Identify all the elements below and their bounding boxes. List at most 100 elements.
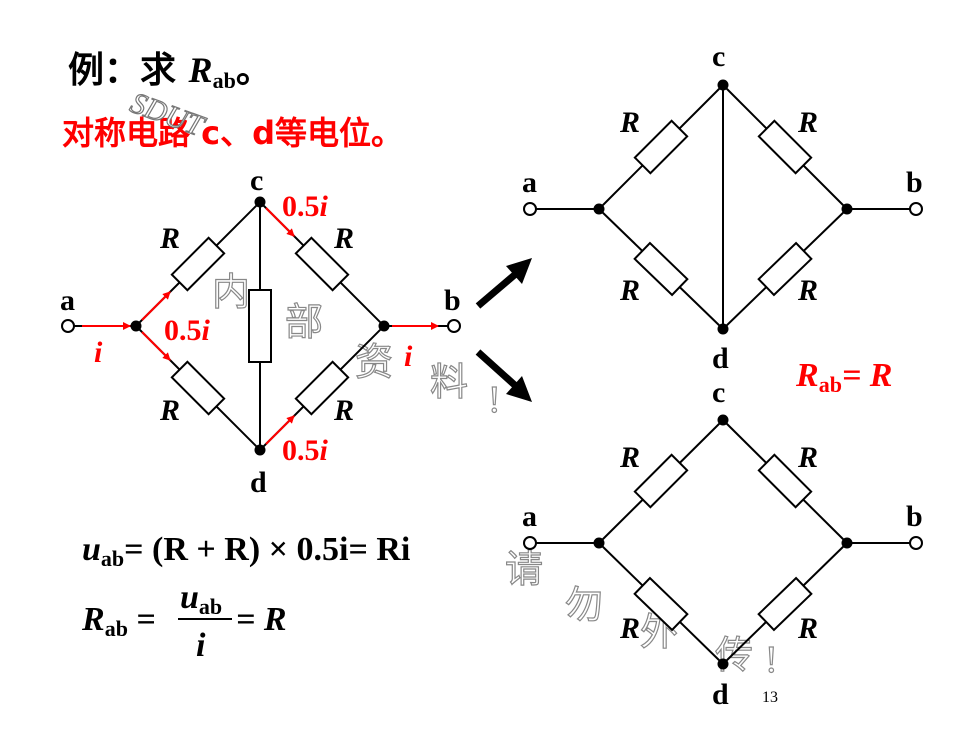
node-dot [717, 414, 729, 426]
arrow-head [506, 258, 532, 284]
equation-rab-lhs: Rab = [81, 601, 156, 641]
heading-symbol: R [188, 50, 213, 90]
resistor [294, 236, 350, 292]
node-label-c: c [712, 376, 725, 409]
watermark-char: ! [765, 639, 778, 681]
resistor-label: R [159, 394, 180, 427]
node-dot [841, 537, 853, 549]
arrow-branch-ac [141, 291, 171, 321]
node-dot [717, 658, 729, 670]
arrow-branch-db [265, 415, 295, 445]
heading-prefix: 例：求 [68, 50, 189, 91]
page-number: 13 [762, 689, 778, 706]
resistor-label: R [619, 274, 640, 307]
node-label-a: a [60, 284, 75, 317]
watermark-char: 请 [505, 549, 543, 591]
resistor [757, 241, 813, 297]
node-label-b: b [906, 166, 923, 199]
node-dot [254, 196, 266, 208]
resistor-label: R [797, 274, 818, 307]
node-dot [378, 320, 390, 332]
current-label-out: i [404, 340, 413, 373]
resistor-label: R [797, 612, 818, 645]
resistor [757, 453, 813, 509]
watermark-char: 勿 [565, 585, 603, 627]
terminal-b [909, 202, 923, 216]
arrow-branch-cb [265, 207, 295, 237]
symmetry-note: 对称电路 c、d等电位。 [62, 114, 403, 152]
resistor [170, 236, 226, 292]
branch-current-label: 0.5i [282, 190, 329, 223]
node-label-b: b [444, 284, 461, 317]
node-label-c: c [250, 164, 263, 197]
node-label-c: c [712, 40, 725, 73]
resistor-label: R [797, 106, 818, 139]
node-label-a: a [522, 166, 537, 199]
equation-uab: uab= (R + R) × 0.5i= Ri [82, 531, 410, 571]
equation-rab-rhs: = R [236, 601, 287, 638]
terminal-b [909, 536, 923, 550]
circuit-bottom-labels: a c d b R R R R [522, 376, 923, 711]
resistor-label: R [619, 106, 640, 139]
circuit-top [523, 79, 923, 335]
terminal-a [523, 536, 537, 550]
node-dot [593, 203, 605, 215]
terminal-b [447, 319, 461, 333]
arrow-head [506, 376, 532, 402]
node-label-d: d [250, 466, 267, 499]
node-dot [130, 320, 142, 332]
resistor-label: R [159, 222, 180, 255]
watermark-char: 料 [430, 362, 468, 404]
heading: 例：求 Rab。 [68, 50, 272, 93]
branch-current-label: 0.5i [164, 314, 211, 347]
node-label-d: d [712, 342, 729, 375]
watermark-char: ! [488, 379, 501, 421]
arrow-to-top-circuit [475, 269, 521, 309]
resistor-label: R [619, 612, 640, 645]
node-label-d: d [712, 678, 729, 711]
arrow-branch-ad [141, 331, 171, 361]
node-dot [717, 79, 729, 91]
resistor [633, 576, 689, 632]
node-dot [593, 537, 605, 549]
branch-current-label: 0.5i [282, 434, 329, 467]
resistor-label: R [619, 441, 640, 474]
resistor-label: R [333, 222, 354, 255]
resistor [633, 453, 689, 509]
arrow-to-bottom-circuit [475, 349, 521, 391]
resistor-label: R [333, 394, 354, 427]
heading-subscript: ab [213, 68, 236, 93]
resistor [633, 119, 689, 175]
node-dot [841, 203, 853, 215]
resistor [633, 241, 689, 297]
result-rab: Rab= R [795, 357, 893, 397]
watermark-char: 内 [212, 272, 250, 314]
current-label-in: i [94, 336, 103, 369]
resistor [757, 119, 813, 175]
resistor [170, 360, 226, 416]
node-label-b: b [906, 500, 923, 533]
transform-arrows [475, 258, 532, 402]
fraction-numerator: uab [180, 579, 222, 619]
heading-suffix: 。 [236, 50, 272, 91]
watermark-char: 部 [285, 302, 323, 344]
resistor [248, 289, 272, 363]
equations: uab= (R + R) × 0.5i= Ri Rab = uab i = R [81, 531, 410, 664]
fraction-denominator: i [196, 627, 206, 664]
node-label-a: a [522, 500, 537, 533]
terminal-a [523, 202, 537, 216]
circuit-top-labels: a c d b R R R R [522, 40, 923, 375]
resistor [757, 576, 813, 632]
current-arrows [82, 207, 439, 445]
resistor [294, 360, 350, 416]
node-dot [717, 323, 729, 335]
node-dot [254, 444, 266, 456]
terminal-a [61, 319, 75, 333]
watermark: SDUT 内 部 资 料 ! 请 勿 外 传 ! [125, 86, 778, 682]
circuit-main-labels: a c d b R R R R i i 0.5i 0.5i 0.5i [60, 164, 461, 499]
svg-text:例：求 Rab。: 例：求 Rab。 [68, 50, 272, 93]
resistor-label: R [797, 441, 818, 474]
circuit-bottom [523, 414, 923, 670]
